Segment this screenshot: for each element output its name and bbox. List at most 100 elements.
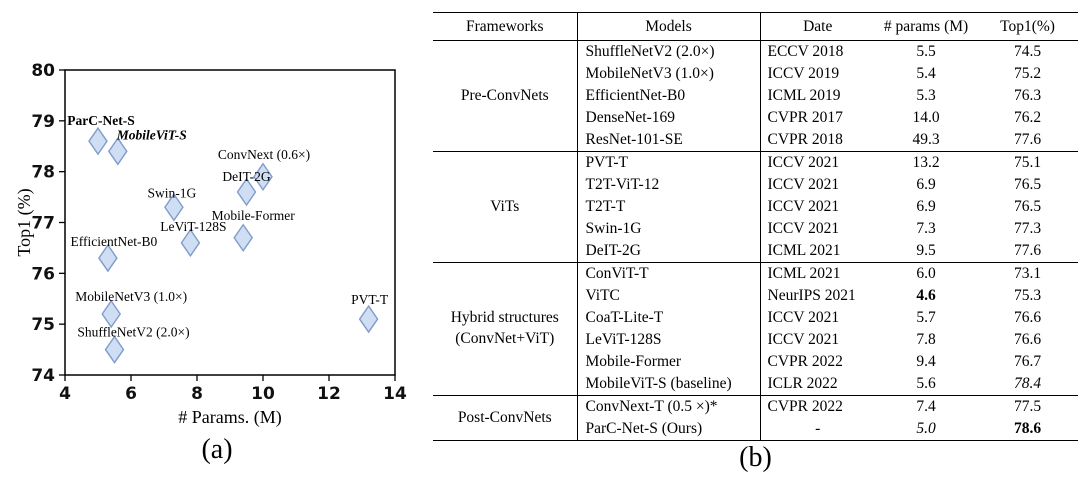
params-cell: 14.0 — [912, 108, 940, 126]
header-cell: Models — [577, 12, 761, 41]
framework-cell: Pre-ConvNets — [433, 40, 578, 152]
caption-b: (b) — [739, 442, 772, 473]
model-cell: DenseNet-169 — [577, 107, 761, 129]
top1-cell: 77.5 — [1013, 397, 1042, 415]
model-cell: T2T-T — [577, 196, 761, 218]
top1-cell: 77.6 — [977, 129, 1078, 152]
model-cell: ShuffleNetV2 (2.0×) — [577, 40, 761, 63]
params-cell: 5.6 — [875, 373, 977, 396]
y-tick-label: 75 — [31, 315, 55, 335]
top1-cell: 76.6 — [1013, 308, 1042, 326]
params-cell: 7.4 — [916, 397, 936, 415]
top1-cell: 74.5 — [1013, 42, 1042, 60]
header-cell: Date — [760, 12, 875, 41]
x-tick-label: 12 — [317, 384, 341, 404]
params-cell: 5.5 — [916, 42, 936, 60]
model-cell: ParC-Net-S (Ours) — [577, 418, 761, 441]
top1-cell: 75.2 — [1013, 64, 1042, 82]
point-label: Mobile-Former — [212, 208, 296, 223]
date-cell: ICML 2019 — [767, 86, 841, 104]
framework-cell: Post-ConvNets — [433, 395, 578, 441]
header-cell: # params (M) — [875, 12, 977, 41]
date-cell: NeurIPS 2021 — [767, 286, 856, 304]
data-point-marker — [253, 162, 273, 191]
x-tick-label: 14 — [383, 384, 407, 404]
data-point-marker — [164, 193, 184, 222]
params-cell: 9.5 — [875, 240, 977, 263]
date-cell: ICCV 2021 — [767, 308, 840, 326]
top1-cell: 76.2 — [1013, 108, 1042, 126]
caption-a: (a) — [201, 434, 233, 465]
date-cell: ICLR 2022 — [760, 373, 875, 396]
x-tick-label: 10 — [251, 384, 275, 404]
params-cell: 6.9 — [916, 175, 936, 193]
y-tick-label: 77 — [31, 214, 55, 234]
data-point-marker — [88, 126, 108, 156]
model-cell: EfficientNet-B0 — [577, 85, 761, 107]
params-cell: 6.9 — [916, 197, 936, 215]
params-cell: 5.0 — [875, 418, 977, 441]
date-cell: CVPR 2018 — [760, 129, 875, 152]
top1-cell: 77.6 — [977, 240, 1078, 263]
data-point-marker — [98, 243, 118, 273]
top1-cell: 76.3 — [1013, 86, 1042, 104]
header-cell: Top1(%) — [977, 12, 1078, 41]
date-cell: ICCV 2021 — [767, 153, 840, 171]
model-cell: T2T-ViT-12 — [577, 174, 761, 196]
data-point-marker — [104, 335, 125, 364]
model-cell: PVT-T — [577, 151, 761, 174]
model-cell: MobileViT-S (baseline) — [577, 373, 761, 396]
params-cell: 7.3 — [916, 219, 936, 237]
point-label: DeIT-2G — [222, 169, 270, 184]
params-cell: 4.6 — [916, 286, 936, 304]
params-cell: 49.3 — [875, 129, 977, 152]
model-cell: CoaT-Lite-T — [577, 307, 761, 329]
x-tick-label: 6 — [125, 384, 137, 404]
y-tick-label: 74 — [31, 366, 55, 386]
date-cell: ICCV 2021 — [767, 219, 840, 237]
top1-cell: 76.7 — [1013, 352, 1042, 370]
model-cell: Swin-1G — [577, 218, 761, 240]
point-label: MobileNetV3 (1.0×) — [75, 289, 187, 304]
params-cell: 7.8 — [916, 330, 936, 348]
date-cell: ICCV 2021 — [767, 197, 840, 215]
date-cell: CVPR 2017 — [767, 108, 843, 126]
date-cell: CVPR 2022 — [767, 352, 843, 370]
y-axis-label: Top1 (%) — [14, 188, 35, 256]
date-cell: ICML 2021 — [760, 240, 875, 263]
x-tick-label: 4 — [59, 384, 71, 404]
model-cell: MobileNetV3 (1.0×) — [577, 63, 761, 85]
top1-cell: 73.1 — [1013, 264, 1042, 282]
top1-cell: 75.3 — [1013, 286, 1042, 304]
top1-cell: 76.5 — [1013, 197, 1042, 215]
point-label: ConvNext (0.6×) — [218, 147, 310, 162]
params-cell: 5.4 — [916, 64, 936, 82]
x-axis-label: # Params. (M) — [178, 407, 281, 428]
point-label: Swin-1G — [148, 185, 197, 200]
model-cell: ResNet-101-SE — [577, 129, 761, 152]
x-tick-label: 8 — [191, 384, 203, 404]
data-point-marker — [180, 228, 201, 258]
header-cell: Frameworks — [433, 12, 578, 41]
params-cell: 13.2 — [912, 153, 940, 171]
y-tick-label: 80 — [31, 61, 55, 81]
data-point-marker — [107, 137, 128, 166]
